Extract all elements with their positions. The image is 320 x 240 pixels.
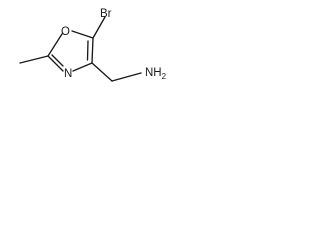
- nitrogen-label: N: [64, 68, 72, 80]
- bond-c2-o1: [47, 33, 63, 57]
- bond-c4-n3: [72, 62, 93, 72]
- bond-c5-c4: [91, 37, 94, 64]
- structure-diagram: Br O N NH2: [19, 8, 167, 82]
- bond-ch2-n: [111, 72, 142, 82]
- bromine-label: Br: [100, 8, 112, 20]
- bond-c4-ch2: [91, 62, 113, 82]
- amine-nh-text: NH: [145, 67, 162, 79]
- bond-c5-c4-inner: [86, 40, 89, 61]
- bond-n3-c2: [47, 55, 64, 72]
- bond-c2-methyl: [19, 55, 49, 64]
- bond-o1-c5: [71, 30, 94, 39]
- amine-subscript: 2: [162, 72, 167, 81]
- oxygen-label: O: [61, 26, 70, 38]
- bond-c5-br: [92, 16, 106, 39]
- amine-label: NH2: [145, 67, 167, 81]
- bond-n3-c2-inner: [51, 54, 64, 67]
